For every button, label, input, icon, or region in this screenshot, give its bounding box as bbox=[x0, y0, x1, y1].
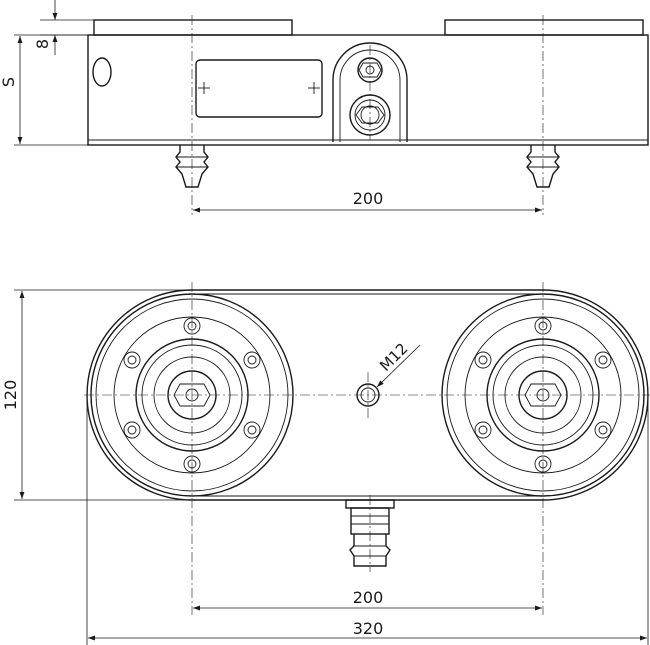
width-dimension-label: 120 bbox=[1, 380, 20, 411]
offset-dimension: 8 bbox=[33, 0, 94, 55]
connector-housing bbox=[332, 42, 408, 142]
side-body bbox=[87, 34, 649, 146]
offset-dimension-label: 8 bbox=[33, 39, 52, 49]
overall-length-dimension: 320 bbox=[86, 395, 649, 645]
side-pin-spacing-label: 200 bbox=[353, 189, 384, 208]
top-pin-spacing-label: 200 bbox=[353, 588, 384, 607]
right-top-plate bbox=[444, 19, 644, 36]
side-pin-spacing-dimension: 200 bbox=[193, 189, 542, 213]
height-dimension-label: S bbox=[0, 77, 18, 87]
height-dimension: S bbox=[0, 34, 88, 146]
width-dimension: 120 bbox=[1, 289, 192, 501]
side-view: 8 S 200 bbox=[0, 0, 649, 215]
label-window bbox=[195, 59, 323, 118]
m12-thread-label: M12 bbox=[376, 339, 411, 374]
overall-length-label: 320 bbox=[353, 619, 384, 638]
m12-thread-hole: M12 bbox=[356, 339, 421, 407]
left-top-plate bbox=[93, 19, 293, 36]
top-view: M12 120 200 bbox=[1, 282, 650, 645]
top-pin-spacing-dimension: 200 bbox=[193, 588, 542, 611]
side-oval-hole bbox=[92, 57, 112, 87]
